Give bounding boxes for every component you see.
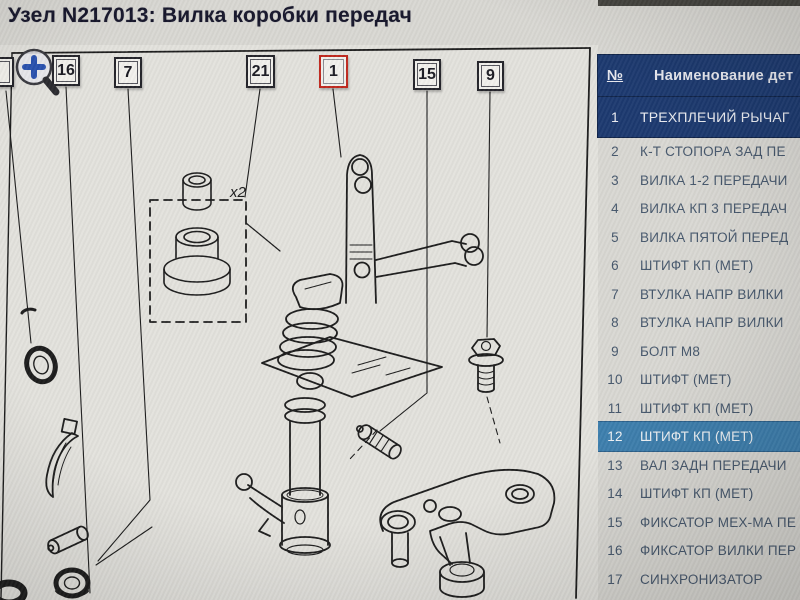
bushing-set-group bbox=[149, 172, 281, 323]
callout-box-7[interactable]: 7 bbox=[114, 57, 142, 88]
three-arm-lever-drawing bbox=[235, 154, 484, 556]
monitor-bezel-edge bbox=[598, 0, 800, 6]
zoom-in-magnifier-icon[interactable] bbox=[10, 46, 62, 100]
callout-box-16[interactable]: 16 bbox=[52, 55, 80, 86]
ring-part-drawing bbox=[24, 345, 58, 385]
column-header-number[interactable]: № bbox=[606, 68, 624, 84]
nut-part-drawing bbox=[53, 567, 91, 599]
column-header-name: Наименование дет bbox=[654, 68, 794, 84]
callout-box-partial[interactable] bbox=[0, 57, 14, 87]
pin-part-drawing bbox=[47, 525, 89, 555]
screw-plug-drawing bbox=[356, 424, 402, 460]
table-header-row: № Наименование дет bbox=[598, 55, 800, 97]
callout-box-1-highlighted[interactable]: 1 bbox=[319, 55, 348, 88]
exploded-parts-diagram: x2 16 7 21 1 15 9 bbox=[0, 45, 598, 600]
callout-box-21[interactable]: 21 bbox=[246, 55, 275, 88]
callout-box-9[interactable]: 9 bbox=[477, 61, 504, 91]
fork-arm-drawing bbox=[45, 417, 79, 498]
quantity-label: x2 bbox=[229, 184, 247, 201]
callout-box-15[interactable]: 15 bbox=[413, 59, 441, 90]
diagram-line-art: x2 bbox=[0, 47, 591, 600]
selector-bracket-drawing bbox=[379, 468, 556, 598]
corner-nut-partial bbox=[0, 579, 28, 600]
page-title: Узел N217013: Вилка коробки передач bbox=[8, 4, 413, 27]
bolt-m8-drawing bbox=[468, 338, 504, 393]
